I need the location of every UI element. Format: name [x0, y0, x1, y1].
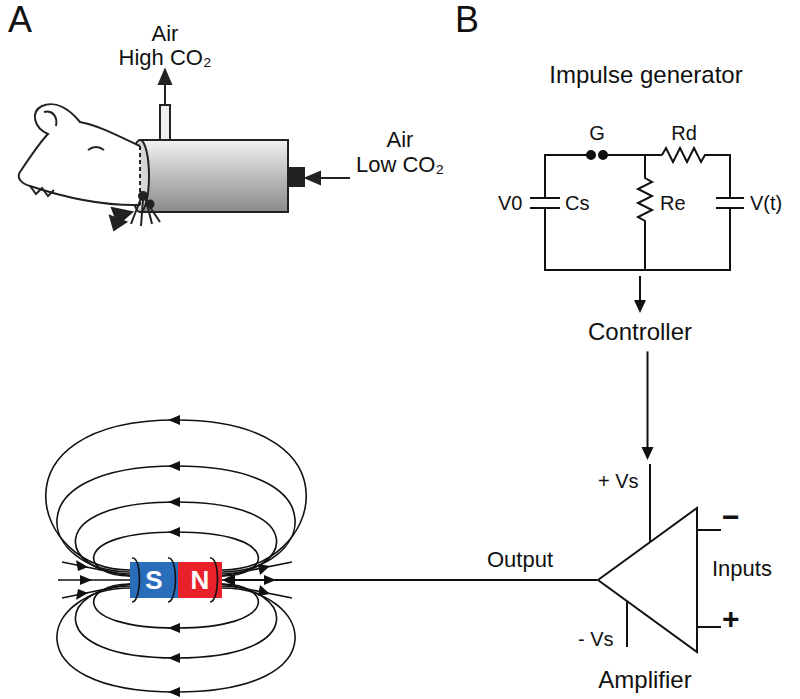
annotation-label: + Vs	[598, 470, 639, 492]
circuit	[530, 148, 744, 270]
arrowhead	[634, 300, 646, 313]
arrow-line	[232, 579, 597, 581]
coil-turn	[168, 558, 176, 602]
annotation-label: −	[722, 500, 740, 533]
annotation-label: Inputs	[712, 557, 772, 581]
node-text: N	[191, 566, 210, 595]
annotation-label: Rd	[671, 122, 697, 144]
annotation-label: Air	[152, 22, 179, 46]
amplifier-symbol: Amplifier	[597, 462, 707, 697]
panel-letter: B	[455, 0, 479, 40]
annotation-label: Low CO₂	[356, 153, 444, 177]
node-text: S	[145, 566, 162, 595]
impulse-generator: Impulse generator	[498, 62, 794, 274]
amplifier-stroke	[697, 529, 721, 531]
annotation-label: - Vs	[578, 628, 614, 650]
panel-letter: A	[8, 0, 32, 40]
node-text: Controller	[588, 319, 692, 345]
magnet-pole: S	[130, 562, 178, 598]
field-lines	[46, 415, 307, 697]
signal-arrow	[634, 276, 646, 313]
node-text: Amplifier	[598, 667, 691, 693]
annotation-label: High CO₂	[119, 46, 212, 70]
annotation-label: V(t)	[750, 192, 782, 214]
annotation-label: Output	[487, 548, 553, 572]
arrowhead	[222, 574, 235, 586]
signal-arrow	[642, 351, 654, 460]
signal-arrow	[222, 574, 597, 586]
annotation-label: +	[722, 602, 740, 635]
mouse-setup	[19, 70, 350, 230]
annotation-label: G	[589, 122, 605, 144]
arrow-line	[639, 276, 641, 303]
annotation-label: Air	[387, 128, 414, 152]
annotation-label: V0	[498, 192, 522, 214]
coil-turn	[210, 558, 218, 602]
arrow-line	[647, 351, 649, 450]
annotation-label: Cs	[565, 192, 589, 214]
magnet-pole: N	[178, 562, 222, 598]
amplifier-stroke	[649, 464, 651, 542]
annotation-label: Re	[660, 192, 686, 214]
amplifier-stroke	[697, 626, 721, 628]
amplifier-stroke	[626, 601, 628, 647]
amplifier-stroke	[598, 508, 697, 652]
op-amp-triangle	[597, 462, 707, 697]
arrowhead	[642, 447, 654, 460]
node-text: Impulse generator	[498, 62, 794, 88]
controller-label: Controller	[582, 315, 698, 349]
coil-turn	[132, 558, 140, 602]
